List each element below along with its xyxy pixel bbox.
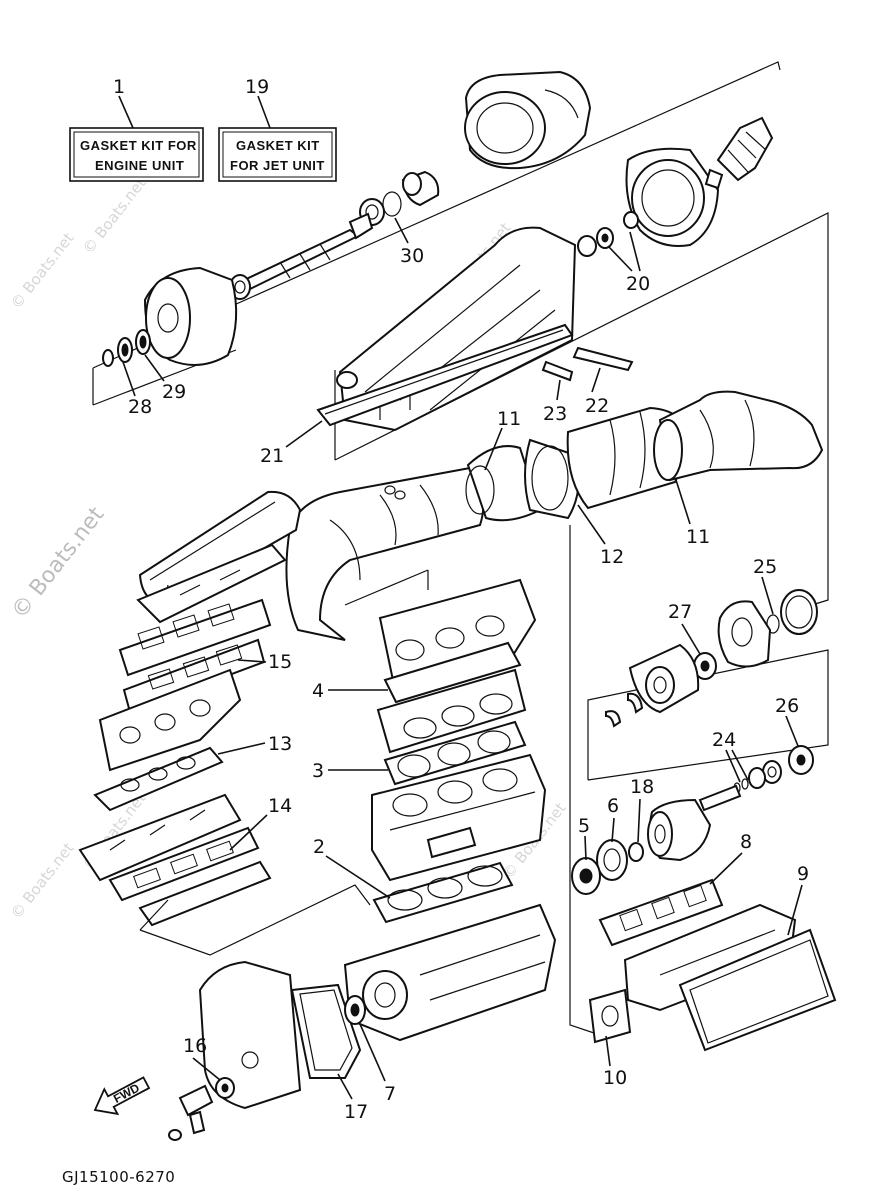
- callout-27: 27: [668, 601, 692, 623]
- o-ring-30: [382, 191, 402, 217]
- gasket-kit-jet-label: 19 GASKET KIT FOR JET UNIT: [218, 76, 337, 182]
- callout-5: 5: [578, 815, 590, 837]
- callout-16: 16: [183, 1035, 207, 1057]
- callout-15: 15: [268, 651, 292, 673]
- oil-seal-29: [135, 329, 151, 355]
- nozzle: [401, 170, 440, 207]
- callout-26: 26: [775, 695, 799, 717]
- callout-18: 18: [630, 776, 654, 798]
- exhaust-tube: [285, 466, 485, 641]
- callout-13: 13: [268, 733, 292, 755]
- kit-label-line1: GASKET KIT: [236, 138, 320, 153]
- kit-label-line1: GASKET KIT FOR: [80, 138, 197, 153]
- gasket-4: [383, 641, 522, 704]
- damper-6: [596, 839, 628, 881]
- circlip: [627, 692, 644, 714]
- callout-28: 28: [128, 396, 152, 418]
- callout-1: 1: [113, 76, 125, 98]
- callout-17: 17: [344, 1101, 368, 1123]
- kit-label-line2: ENGINE UNIT: [95, 158, 184, 173]
- callout-12: 12: [600, 546, 624, 568]
- jet-unit-frame: [92, 61, 829, 606]
- coupler-housing: [628, 643, 700, 714]
- watermark-small: © Boats.net: [79, 174, 150, 257]
- watermark-small: © Boats.net: [7, 839, 78, 922]
- gasket-kit-engine-label: 1 GASKET KIT FOR ENGINE UNIT: [69, 76, 204, 182]
- crankcase-cover-left: [198, 960, 302, 1110]
- callout-23: 23: [543, 403, 567, 425]
- strip-22: [572, 346, 634, 372]
- bearing-27: [693, 652, 717, 680]
- callout-2: 2: [313, 836, 325, 858]
- carburetor-block: [98, 668, 242, 772]
- o-ring-18: [628, 842, 644, 862]
- callout-9: 9: [797, 863, 809, 885]
- intermediate-housing: [143, 266, 238, 366]
- oil-seal-28: [117, 337, 133, 363]
- callout-24: 24: [712, 729, 736, 751]
- callout-3: 3: [312, 760, 324, 782]
- gasket-13: [93, 746, 224, 812]
- callout-10: 10: [603, 1067, 627, 1089]
- callout-6: 6: [607, 795, 619, 817]
- callout-11-right: 11: [686, 526, 710, 548]
- callout-8: 8: [740, 831, 752, 853]
- circlip-small: [605, 710, 622, 728]
- impeller-frame: [587, 649, 829, 781]
- gasket-17: [290, 983, 362, 1079]
- washer-28: [102, 349, 114, 367]
- strip-23: [541, 360, 574, 382]
- callout-20: 20: [626, 273, 650, 295]
- water-fitting-16: [168, 1077, 235, 1141]
- coupling-5: [571, 857, 601, 895]
- gasket-8: [598, 878, 724, 947]
- cylinder-block: [371, 753, 547, 882]
- coupling-shaft: [647, 784, 742, 862]
- exhaust-pipe-right: [653, 390, 824, 482]
- callout-25: 25: [753, 556, 777, 578]
- bearing-20: [577, 211, 639, 257]
- callout-30: 30: [400, 245, 424, 267]
- callout-19: 19: [245, 76, 269, 98]
- diagram-code: GJ15100-6270: [62, 1168, 175, 1186]
- callout-14: 14: [268, 795, 292, 817]
- gasket-2: [372, 861, 514, 924]
- watermark-small: © Boats.net: [7, 229, 78, 312]
- oil-seal-7: [344, 995, 366, 1025]
- watermark-large: © Boats.net: [7, 502, 110, 623]
- callout-21: 21: [260, 445, 284, 467]
- gasket-3: [383, 720, 527, 786]
- gasket-15: [118, 598, 272, 714]
- reed-valve-block: [78, 793, 242, 882]
- crankcase: [343, 903, 557, 1042]
- intake-manifold: [136, 543, 287, 624]
- kit-label-line2: FOR JET UNIT: [230, 158, 325, 173]
- impeller: [704, 116, 774, 190]
- bearing-housing: [717, 600, 772, 668]
- callout-29: 29: [162, 381, 186, 403]
- gasket-21: [316, 323, 574, 427]
- forward-direction-badge: FWD: [93, 1076, 151, 1116]
- gasket-10: [588, 988, 632, 1044]
- gasket-9: [678, 928, 837, 1052]
- exhaust-gasket-small: [426, 826, 477, 859]
- callout-4: 4: [312, 680, 324, 702]
- impeller-housing: [625, 147, 720, 247]
- callout-11-left: 11: [497, 408, 521, 430]
- gasket-14: [108, 826, 272, 927]
- jet-pump-housing: [464, 70, 592, 170]
- cylinder-head: [376, 668, 527, 754]
- callout-7: 7: [384, 1083, 396, 1105]
- callout-22: 22: [585, 395, 609, 417]
- bearing-26: [788, 745, 814, 775]
